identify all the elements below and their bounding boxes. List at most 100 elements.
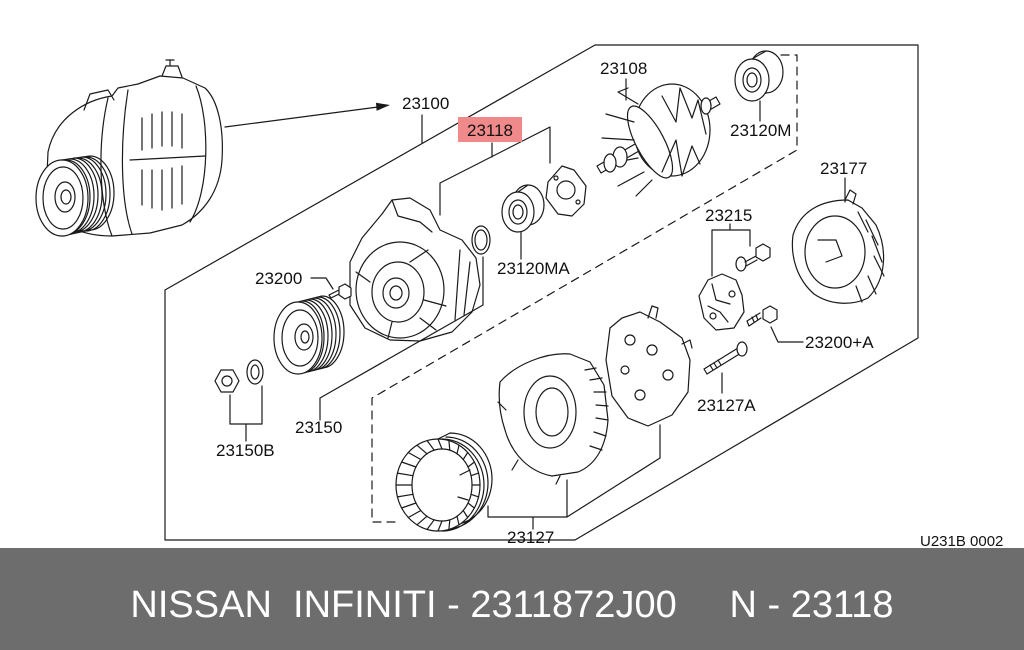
pulley-hole bbox=[300, 330, 310, 344]
callout-23120M: 23120M bbox=[730, 121, 791, 140]
housing-screw-drawing bbox=[328, 283, 352, 300]
leader-line-23200 bbox=[310, 277, 334, 290]
through-bolt-drawing bbox=[703, 341, 748, 375]
leader-line-23118 bbox=[319, 126, 551, 421]
leader-line-23127 bbox=[487, 424, 661, 530]
front-bearing-race bbox=[508, 199, 528, 225]
front-housing-ring bbox=[371, 261, 425, 323]
callout-23120MA: 23120MA bbox=[497, 259, 570, 278]
gasket-plate-drawing bbox=[545, 165, 587, 217]
callout-23200-plus-a: 23200+A bbox=[805, 333, 874, 352]
front-housing-drawing bbox=[349, 197, 481, 342]
ring-washer-outer bbox=[471, 225, 491, 255]
alternator-pulley-hole bbox=[60, 189, 72, 205]
cover-screw-drawing bbox=[746, 305, 778, 327]
callout-23150: 23150 bbox=[295, 418, 342, 437]
callout-labels: 23118 23108 23100 23120M 23177 23215 232… bbox=[216, 59, 1003, 548]
regulator-details bbox=[707, 283, 736, 323]
pulley-nut bbox=[214, 369, 240, 393]
alternator-pulley-rim bbox=[42, 166, 84, 230]
gasket-plate-small-holes bbox=[553, 175, 581, 205]
leader-line-23215 bbox=[711, 223, 751, 277]
regulator-screw-shaft bbox=[744, 255, 758, 267]
leader-line-23200-plus-a bbox=[770, 326, 804, 343]
gasket-plate-hole bbox=[556, 180, 576, 200]
leader-line-23150B bbox=[229, 385, 263, 442]
stator-slots bbox=[395, 438, 481, 532]
ring-washer-inner bbox=[474, 229, 488, 251]
rear-housing-opening bbox=[523, 375, 577, 449]
rotor-fan-face bbox=[626, 105, 674, 179]
rear-housing-outline bbox=[498, 353, 609, 477]
assembly-arrow bbox=[224, 102, 390, 128]
exploded-parts-diagram: 23118 23108 23100 23120M 23177 23215 232… bbox=[35, 44, 1003, 548]
subassembly-dashed-frame bbox=[371, 54, 798, 523]
through-bolt-head bbox=[736, 341, 748, 357]
callout-23215: 23215 bbox=[705, 206, 752, 225]
front-housing-rim bbox=[355, 241, 445, 339]
stator-back-edges bbox=[437, 432, 493, 532]
regulator-washer bbox=[735, 256, 747, 272]
drawing-code: U231B 0002 bbox=[920, 533, 1003, 548]
gasket-plate bbox=[545, 165, 587, 217]
front-housing-spokes bbox=[355, 199, 471, 339]
rear-housing-ribs bbox=[497, 367, 609, 485]
pulley-nut-drawing bbox=[214, 359, 264, 393]
frame-lines bbox=[164, 44, 919, 541]
housing-screw-head bbox=[338, 283, 352, 300]
pulley-drawing bbox=[273, 295, 345, 375]
footer-bar: NISSAN INFINITI - 2311872J00 N - 23118 bbox=[0, 548, 1024, 650]
assembly-outline-frame bbox=[164, 44, 919, 541]
ring-washer-drawing bbox=[471, 225, 491, 255]
regulator-screw-head bbox=[755, 243, 771, 262]
housing-screw-shaft bbox=[328, 289, 340, 299]
assembly-arrow-head bbox=[376, 102, 390, 111]
rear-bearing-race bbox=[742, 67, 762, 93]
rectifier-diodes bbox=[620, 305, 693, 401]
alternator-pulley-hub bbox=[54, 181, 76, 213]
callout-23150B: 23150B bbox=[216, 441, 275, 460]
callout-23108: 23108 bbox=[600, 59, 647, 78]
footer-part-number-text: NISSAN INFINITI - 2311872J00 N - 23118 bbox=[130, 584, 894, 626]
front-bearing-bore bbox=[512, 204, 524, 220]
callout-23200: 23200 bbox=[255, 269, 302, 288]
callout-23177: 23177 bbox=[820, 159, 867, 178]
rear-cover-ribs bbox=[817, 189, 885, 303]
rotor-shaft-collar bbox=[700, 97, 712, 115]
rear-bearing-bore bbox=[746, 72, 758, 88]
pulley-hub bbox=[294, 323, 314, 351]
stator-drawing bbox=[395, 432, 493, 532]
rotor-slip-ring-outer bbox=[603, 153, 617, 173]
rear-cover-opening bbox=[804, 215, 866, 289]
rear-cover-drawing bbox=[791, 189, 885, 304]
pulley-washer-outer bbox=[246, 359, 264, 385]
callout-23118: 23118 bbox=[467, 121, 513, 140]
pulley-nut-bore bbox=[221, 375, 233, 387]
alternator-pulley-grooves bbox=[61, 155, 115, 237]
rotor-drawing bbox=[596, 83, 721, 197]
pulley-rim bbox=[281, 309, 319, 367]
callout-23127A: 23127A bbox=[697, 396, 756, 415]
cover-screw-shaft bbox=[746, 312, 762, 327]
callout-23127: 23127 bbox=[507, 528, 554, 547]
rear-bearing-drawing bbox=[734, 50, 784, 102]
rear-housing-bore bbox=[535, 387, 569, 437]
pulley-washer-inner bbox=[250, 364, 260, 380]
rear-bearing-front bbox=[734, 58, 770, 102]
leader-lines bbox=[229, 78, 846, 530]
alternator-assembly-drawing bbox=[35, 59, 223, 237]
callout-23100: 23100 bbox=[402, 94, 449, 113]
through-bolt-shaft bbox=[703, 347, 742, 375]
rectifier-drawing bbox=[605, 305, 693, 427]
cover-screw-head bbox=[762, 305, 778, 324]
highlight-box-23118 bbox=[458, 117, 522, 142]
pulley-grooves bbox=[297, 295, 345, 375]
assembly-arrow-line bbox=[224, 106, 379, 128]
rear-housing-drawing bbox=[497, 353, 609, 485]
front-housing-hub bbox=[382, 277, 410, 309]
alternator-housing-details bbox=[83, 59, 207, 237]
regulator-drawing bbox=[698, 243, 771, 331]
front-bearing-front bbox=[501, 191, 535, 233]
front-housing-bore bbox=[389, 285, 403, 301]
front-bearing-drawing bbox=[501, 184, 545, 233]
